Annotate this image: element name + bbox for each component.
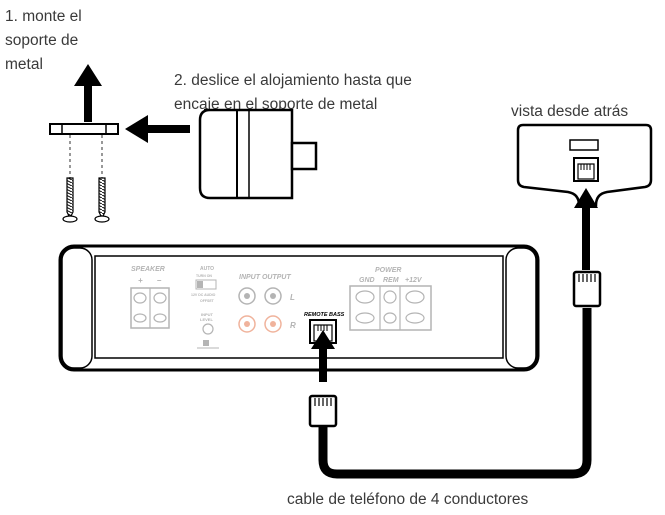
channel-r-label: R	[290, 321, 296, 330]
input-level-label2: LEVEL	[200, 317, 213, 322]
screw-left	[62, 135, 78, 223]
turn-on-label: TURN ON	[196, 274, 212, 278]
offset-label: OFFSET	[200, 299, 215, 303]
auto-label: AUTO	[200, 266, 214, 272]
power-label: POWER	[375, 267, 401, 274]
12v-label: +12V	[405, 277, 423, 284]
amplifier-body	[58, 244, 540, 372]
speaker-plus-label: +	[138, 276, 143, 285]
cable-plug-top	[572, 270, 602, 308]
step1-label-line1: 1. monte el	[5, 8, 82, 25]
rear-view-housing	[516, 123, 653, 207]
gnd-label: GND	[359, 277, 375, 284]
remote-bass-label: REMOTE BASS	[304, 312, 345, 318]
speaker-minus-label: –	[157, 276, 162, 285]
step1-label-line2: soporte de	[5, 32, 79, 49]
remote-housing	[198, 108, 318, 200]
up-arrow-to-jack	[311, 330, 335, 382]
step2-label-line1: 2. deslice el alojamiento hasta que	[174, 72, 412, 89]
speaker-terminals: SPEAKER + –	[130, 266, 170, 329]
up-arrow	[74, 64, 102, 122]
step1-label-line3: metal	[5, 56, 43, 73]
power-terminals: POWER GND REM +12V	[349, 267, 432, 331]
speaker-label: SPEAKER	[131, 266, 165, 273]
rear-view-label: vista desde atrás	[511, 103, 629, 120]
cable-label: cable de teléfono de 4 conductores	[287, 491, 529, 508]
input-level-knob: INPUT LEVEL	[197, 312, 219, 349]
left-arrow	[125, 115, 190, 143]
cable-plug-bottom	[308, 394, 338, 428]
mode-options-label: 12V DC AUDIO	[191, 293, 216, 297]
phone-cable	[318, 308, 592, 479]
channel-l-label: L	[290, 293, 295, 302]
screw-right	[94, 135, 110, 223]
input-level-label: INPUT	[201, 312, 214, 317]
rem-label: REM	[383, 277, 399, 284]
metal-bracket	[49, 123, 119, 135]
auto-turn-on-switch: AUTO TURN ON 12V DC AUDIO OFFSET	[191, 266, 217, 303]
rca-connectors: INPUT OUTPUT L R	[238, 274, 296, 333]
input-output-label: INPUT OUTPUT	[239, 274, 291, 281]
up-arrow-to-rear	[574, 188, 598, 270]
